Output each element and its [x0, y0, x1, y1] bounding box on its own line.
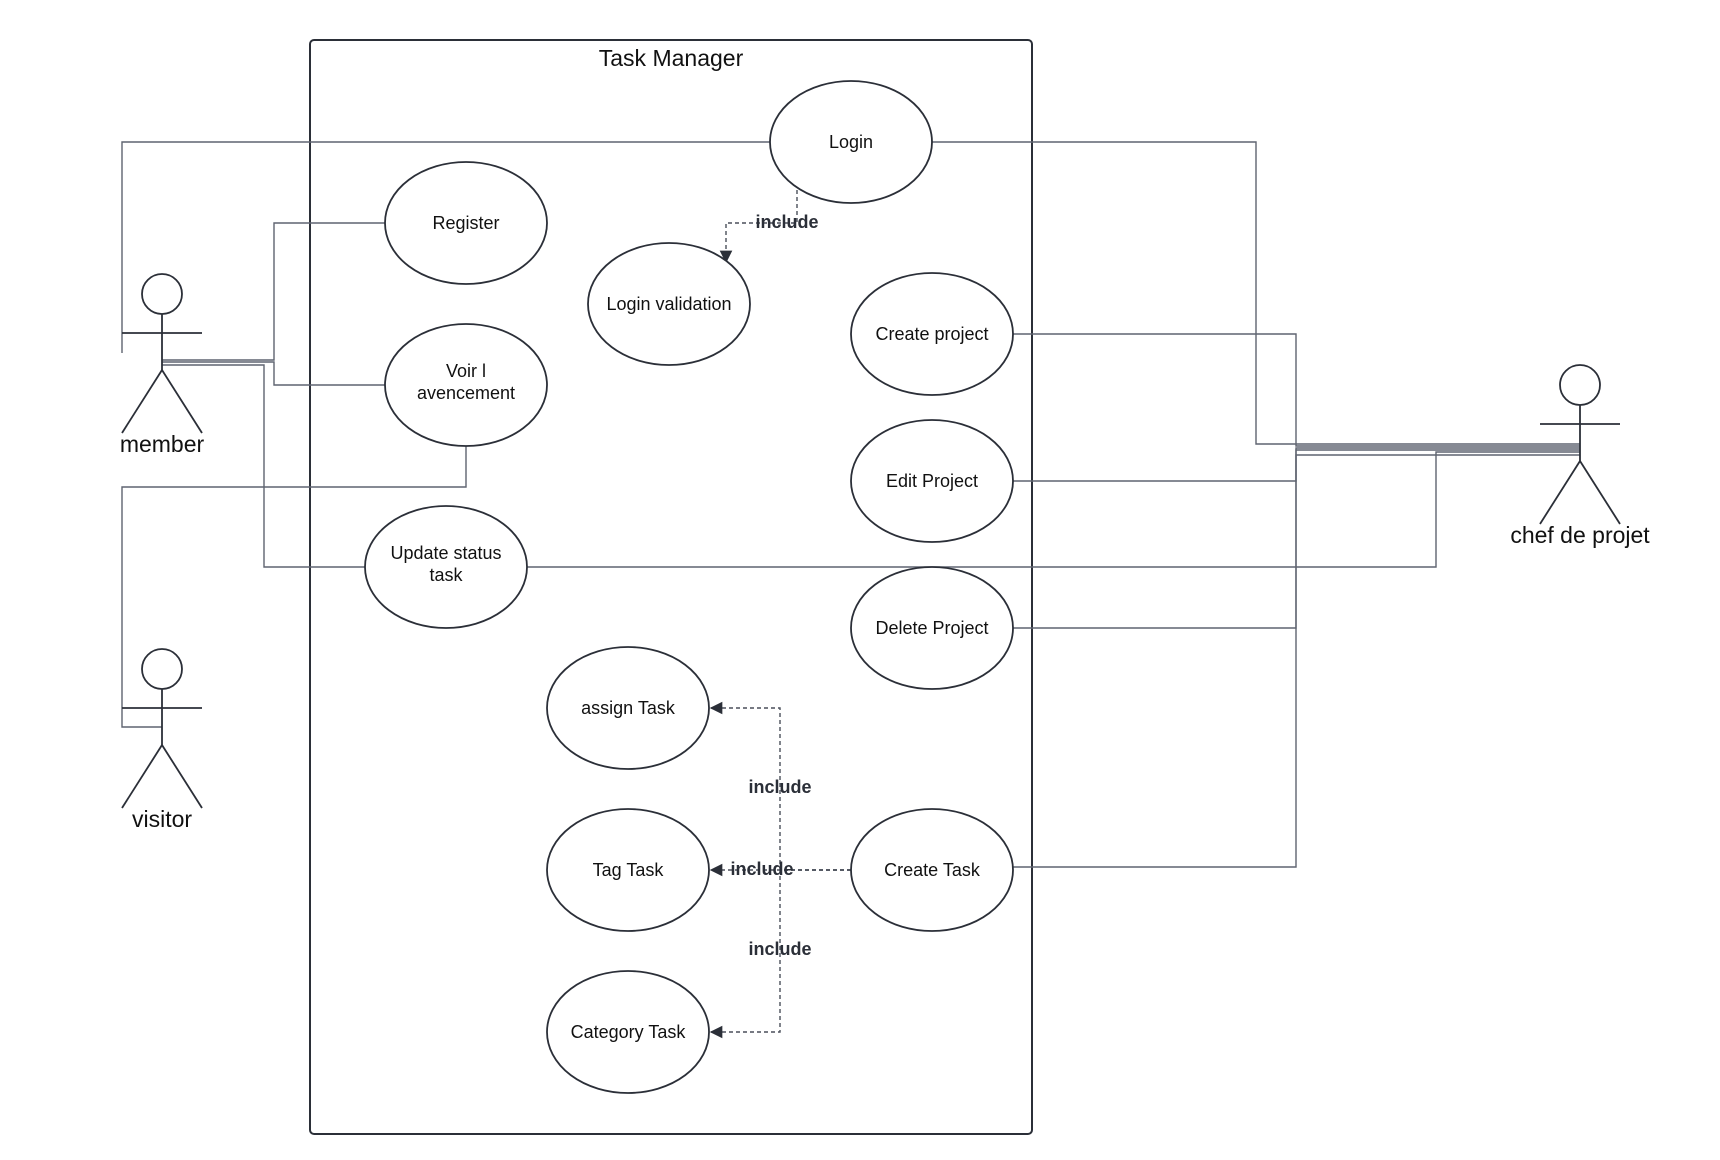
include-dependencies — [709, 190, 851, 1039]
use-case-tag-task[interactable]: Tag Task — [546, 808, 710, 932]
use-case-register[interactable]: Register — [384, 161, 548, 285]
system-boundary — [309, 39, 1033, 1135]
line-member-voir — [162, 361, 385, 386]
member-associations — [121, 141, 770, 568]
use-case-create-project-label: Create project — [875, 324, 988, 344]
chef-associations — [526, 141, 1580, 868]
use-case-category-task-label: Category Task — [571, 1022, 687, 1042]
use-case-voir-avancement-label-1: Voir l — [446, 361, 486, 381]
use-case-edit-project-label: Edit Project — [886, 471, 978, 491]
line-chef-create-task — [1012, 454, 1580, 868]
use-case-update-status[interactable]: Update status task — [364, 505, 528, 629]
use-case-create-project[interactable]: Create project — [850, 272, 1014, 396]
use-case-assign-task-label: assign Task — [581, 698, 676, 718]
use-case-register-label: Register — [432, 213, 499, 233]
dep-create-category — [709, 869, 851, 1039]
line-visitor-voir — [121, 445, 467, 728]
actor-chef-de-projet[interactable]: chef de projet — [1510, 364, 1650, 548]
actor-visitor-label: visitor — [132, 806, 192, 832]
actor-member-label: member — [120, 431, 205, 457]
use-case-delete-project-label: Delete Project — [875, 618, 988, 638]
use-case-assign-task[interactable]: assign Task — [546, 646, 710, 770]
use-case-voir-avancement[interactable]: Voir l avencement — [384, 323, 548, 447]
line-member-login — [121, 141, 770, 353]
use-case-update-status-label-1: Update status — [390, 543, 501, 563]
use-case-update-status-label-2: task — [429, 565, 463, 585]
use-case-create-task[interactable]: Create Task — [850, 808, 1014, 932]
line-member-update — [162, 364, 365, 568]
include-label-tag: include — [730, 859, 793, 879]
use-case-voir-avancement-label-2: avencement — [417, 383, 515, 403]
actor-visitor[interactable]: visitor — [121, 648, 203, 832]
line-member-register — [162, 222, 385, 361]
actor-member[interactable]: member — [120, 273, 205, 457]
use-case-login-label: Login — [829, 132, 873, 152]
include-label-category: include — [748, 939, 811, 959]
use-case-tag-task-label: Tag Task — [593, 860, 665, 880]
use-case-login-validation[interactable]: Login validation — [587, 242, 751, 366]
use-case-edit-project[interactable]: Edit Project — [850, 419, 1014, 543]
include-label-login: include — [755, 212, 818, 232]
line-chef-update-status — [526, 451, 1580, 568]
use-case-category-task[interactable]: Category Task — [546, 970, 710, 1094]
line-chef-create-project — [1012, 333, 1580, 447]
dep-login-validation — [719, 190, 798, 264]
use-case-delete-project[interactable]: Delete Project — [850, 566, 1014, 690]
line-chef-login — [930, 141, 1580, 445]
system-title: Task Manager — [599, 45, 744, 71]
use-case-create-task-label: Create Task — [884, 860, 981, 880]
include-label-assign: include — [748, 777, 811, 797]
actor-chef-de-projet-label: chef de projet — [1510, 522, 1650, 548]
use-case-login[interactable]: Login — [769, 80, 933, 204]
use-case-login-validation-label: Login validation — [606, 294, 731, 314]
